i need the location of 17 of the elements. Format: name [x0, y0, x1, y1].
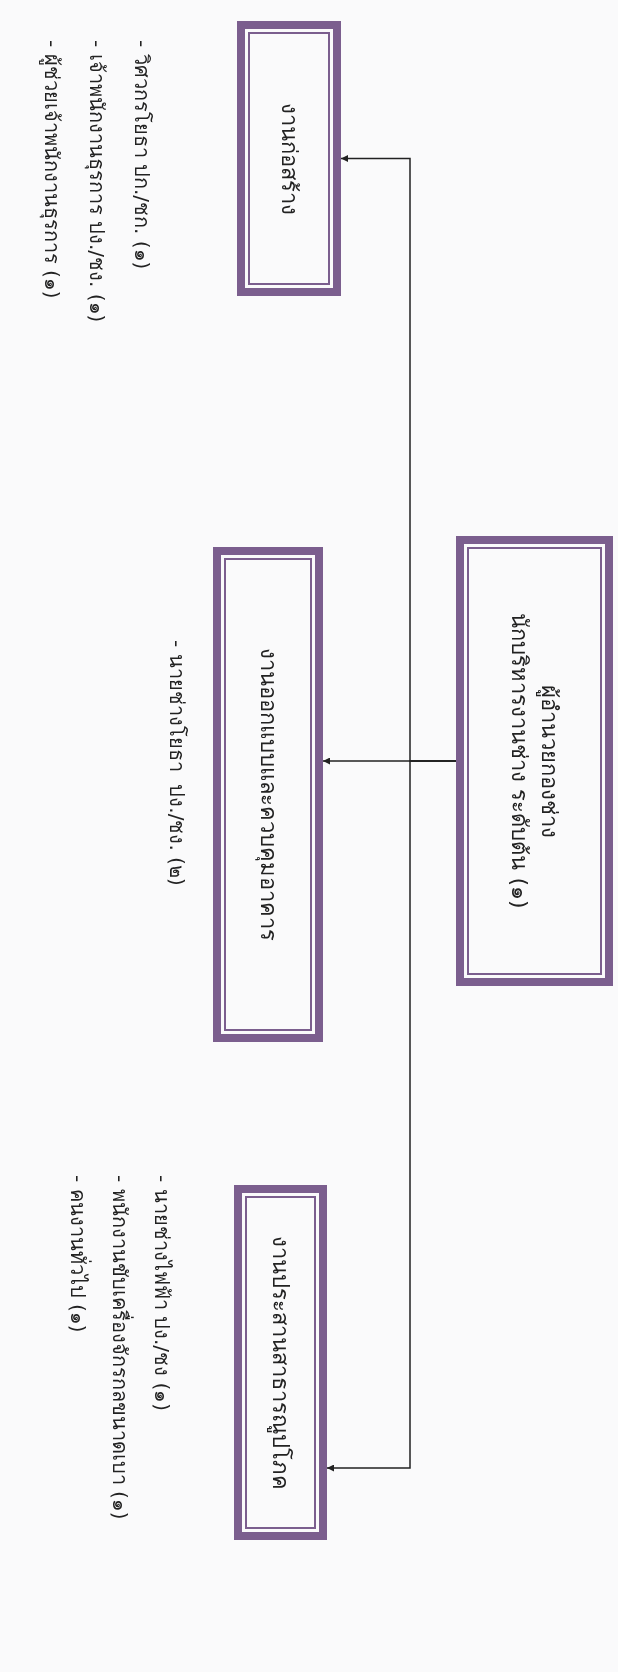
- staff-list-item: - เจ้าพนักงานธุรการ ปง./ชง. (๑): [83, 40, 110, 323]
- staff-list-item: - คนงานทั่วไป (๑): [65, 1175, 93, 1333]
- section-box: [237, 21, 341, 296]
- arrow: [326, 760, 457, 1472]
- staff-list-item: - ผู้ช่วยเจ้าพนักงานธุรการ (๑): [38, 40, 65, 299]
- box-title: งานออกแบบและควบคุมอาคาร: [254, 648, 282, 941]
- box-title: นักบริหารงานช่าง ระดับต้น (๑): [506, 613, 534, 909]
- box-title: ผู้อำนวยกองช่าง: [535, 684, 564, 838]
- staff-list-item: - นายช่างโยธา ปง./ชง. (๒): [164, 640, 190, 886]
- section-box: [213, 547, 323, 1042]
- section-box: [234, 1185, 327, 1540]
- box-title: งานประสานสาธารณูปโภค: [266, 1235, 295, 1490]
- box-title: งานก่อสร้าง: [275, 102, 303, 215]
- head-box: [456, 536, 613, 986]
- staff-list-item: - พนักงานขับเครื่องจักรกลขนาดเบา (๑): [107, 1175, 135, 1520]
- staff-list-item: - นายช่างไฟฟ้า ปง./ชง (๑): [149, 1175, 175, 1411]
- staff-list-item: - วิศวกรโยธา ปก./ชก. (๑): [129, 40, 155, 270]
